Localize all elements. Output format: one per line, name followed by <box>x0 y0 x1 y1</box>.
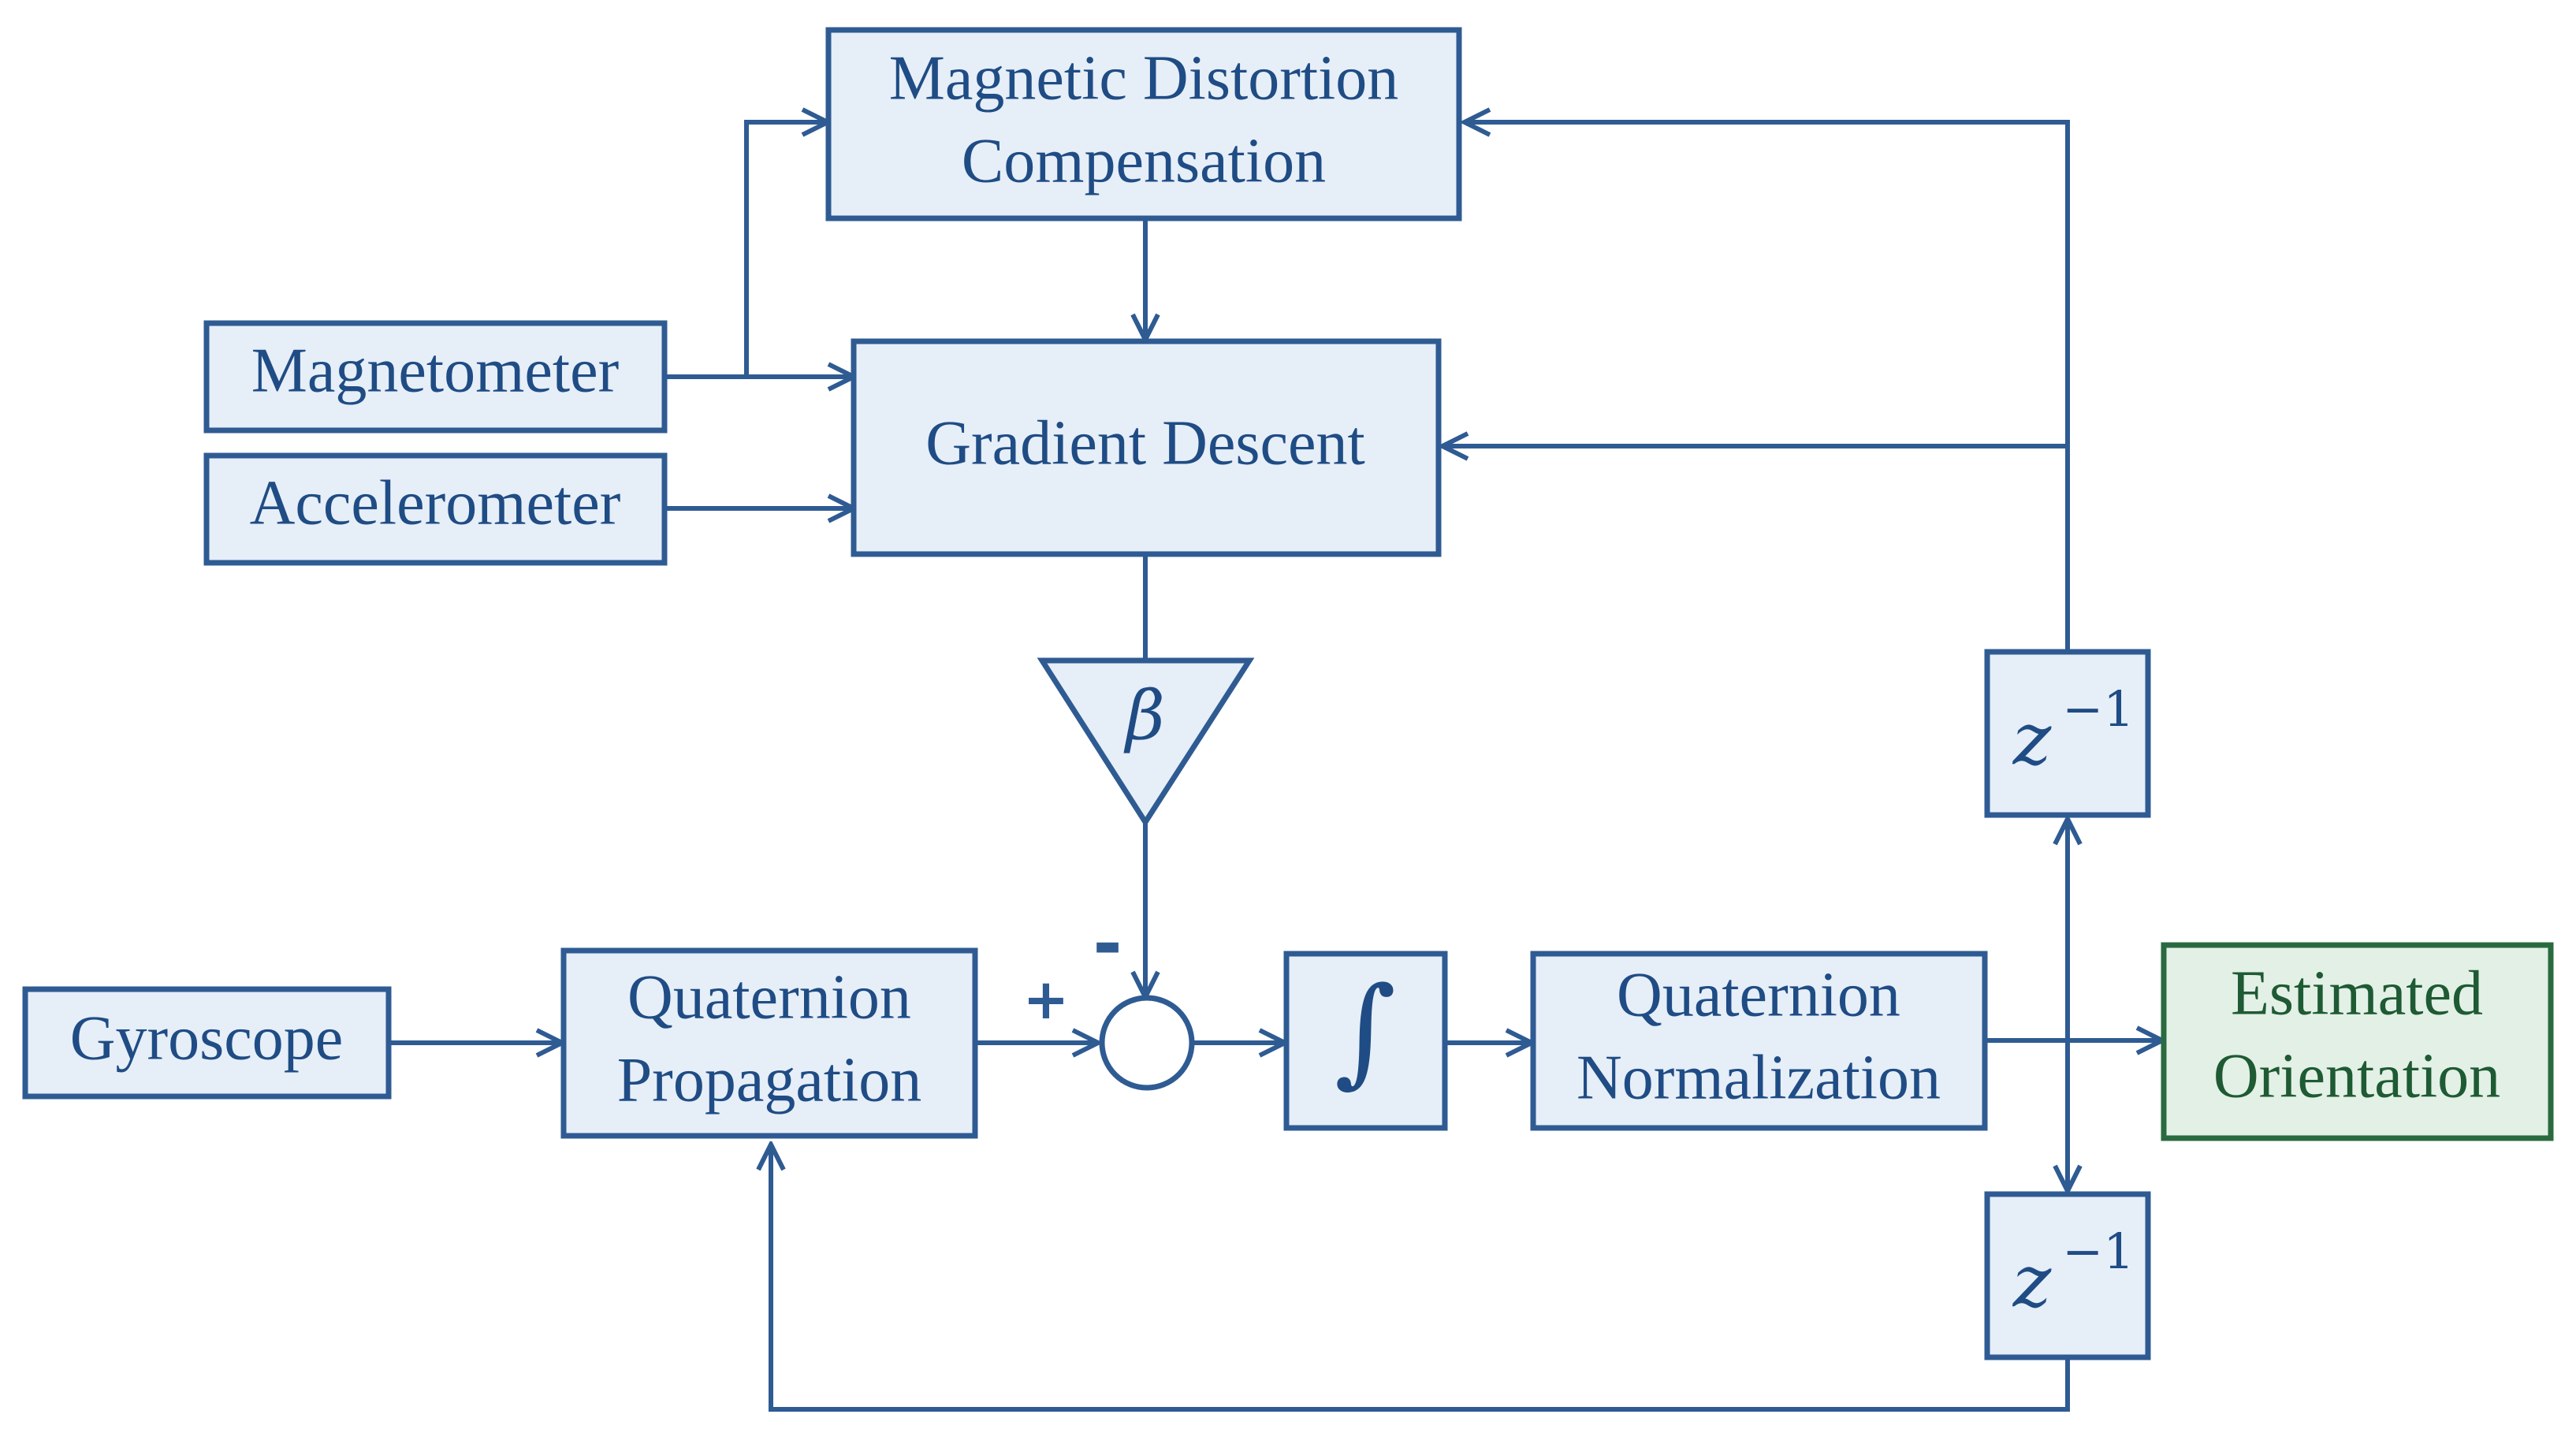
accelerometer-label: Accelerometer <box>250 468 621 538</box>
lower-delay-base: z <box>2012 1239 2052 1323</box>
quaternion-normalization-block: Quaternion Normalization <box>1530 951 1988 1131</box>
beta-symbol: β <box>1123 677 1165 756</box>
beta-gain-block: β <box>1037 657 1255 828</box>
magnetic-distortion-label-line2: Compensation <box>962 126 1326 195</box>
lower-delay-exponent: −1 <box>2062 1223 2134 1280</box>
upper-delay-base: z <box>2012 697 2052 781</box>
quaternion-normalization-label-line2: Normalization <box>1576 1043 1941 1112</box>
quaternion-normalization-label-line1: Quaternion <box>1617 960 1900 1029</box>
lower-delay-block: z −1 <box>1984 1191 2151 1360</box>
minus-sign: - <box>1093 902 1122 985</box>
estimated-orientation-label-line2: Orientation <box>2213 1041 2500 1111</box>
wire-lower-delay-to-propagation <box>771 1144 2070 1412</box>
wire-upper-delay-to-distortion <box>1465 122 2070 652</box>
accelerometer-block: Accelerometer <box>203 452 668 566</box>
magnetometer-label: Magnetometer <box>251 336 619 405</box>
quaternion-propagation-block: Quaternion Propagation <box>560 947 978 1139</box>
gradient-descent-label: Gradient Descent <box>925 408 1365 478</box>
magnetic-distortion-label-line1: Magnetic Distortion <box>889 43 1399 113</box>
integrator-block: ∫ <box>1283 951 1448 1131</box>
estimated-orientation-block: Estimated Orientation <box>2161 942 2554 1141</box>
gradient-descent-block: Gradient Descent <box>851 338 1442 557</box>
gyroscope-block: Gyroscope <box>22 986 392 1100</box>
magnetic-distortion-compensation-block: Magnetic Distortion Compensation <box>825 27 1462 221</box>
upper-delay-exponent: −1 <box>2062 680 2134 738</box>
integral-symbol: ∫ <box>1335 962 1396 1100</box>
wires <box>389 122 2162 1412</box>
plus-sign: + <box>1023 967 1070 1032</box>
estimated-orientation-label-line1: Estimated <box>2231 958 2483 1028</box>
quaternion-propagation-label-line2: Propagation <box>617 1045 922 1115</box>
upper-delay-block: z −1 <box>1984 649 2151 818</box>
gyroscope-label: Gyroscope <box>70 1003 344 1073</box>
summing-junction: + - <box>1023 902 1195 1091</box>
wire-magnetometer-to-distortion <box>744 122 828 376</box>
magnetometer-block: Magnetometer <box>203 320 668 434</box>
quaternion-propagation-label-line1: Quaternion <box>627 962 911 1032</box>
